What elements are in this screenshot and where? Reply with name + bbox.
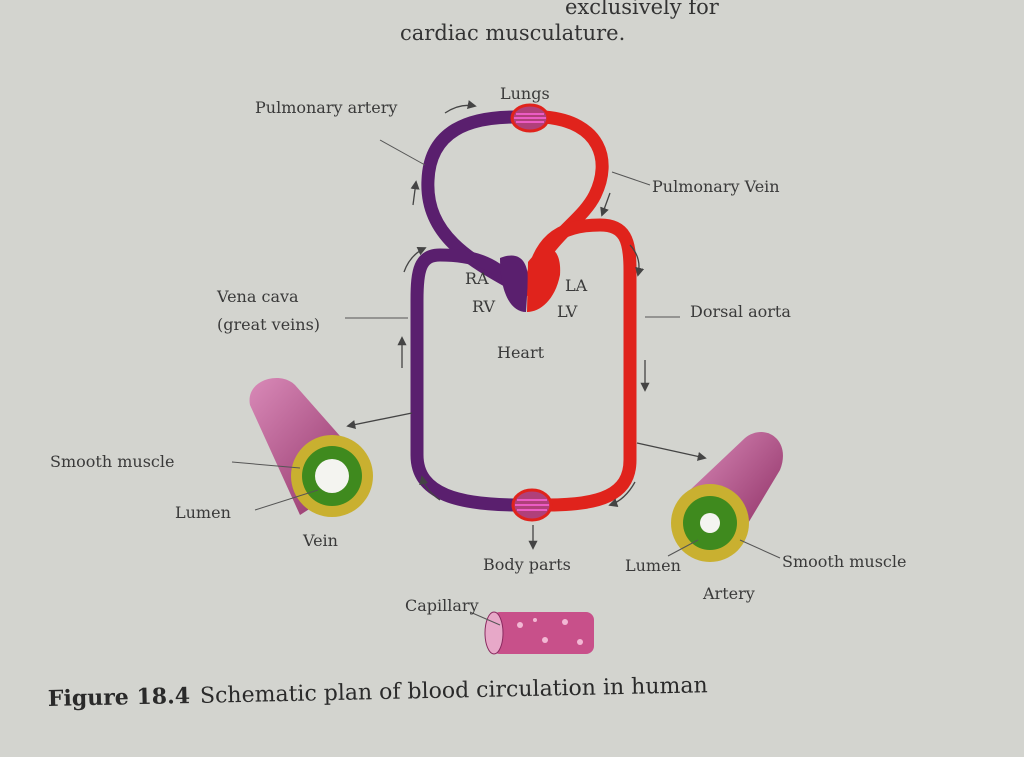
label-dorsal-aorta: Dorsal aorta xyxy=(690,302,791,321)
label-great-veins: (great veins) xyxy=(217,315,320,334)
capillary-illustration xyxy=(484,611,594,655)
artery-cross-section xyxy=(671,432,783,562)
label-artery: Artery xyxy=(702,584,755,603)
label-vein: Vein xyxy=(302,531,338,550)
label-lumen-artery: Lumen xyxy=(625,556,681,575)
vena-cava-vessel xyxy=(410,248,521,512)
vein-cross-section xyxy=(249,377,373,517)
label-body-parts: Body parts xyxy=(483,555,571,574)
heart-right-side xyxy=(500,255,528,312)
label-rv: RV xyxy=(472,297,495,316)
lung-capillary xyxy=(510,103,550,133)
label-heart: Heart xyxy=(497,343,545,362)
figure-caption-text: Schematic plan of blood circulation in h… xyxy=(200,673,708,709)
label-capillary: Capillary xyxy=(405,596,479,615)
figure-caption: Figure 18.4 Schematic plan of blood circu… xyxy=(48,672,708,712)
heart-left-side xyxy=(527,248,561,312)
label-la: LA xyxy=(565,276,588,295)
flow-arrows xyxy=(346,100,707,550)
body-capillary xyxy=(511,488,553,522)
body-text-line1-fragment: exclusively for xyxy=(565,0,720,19)
dorsal-aorta-vessel xyxy=(523,218,637,512)
label-smooth-muscle-vein: Smooth muscle xyxy=(50,452,174,471)
label-vena-cava: Vena cava xyxy=(216,287,299,306)
label-lungs: Lungs xyxy=(500,84,550,103)
label-ra: RA xyxy=(465,269,489,288)
label-smooth-muscle-artery: Smooth muscle xyxy=(782,552,906,571)
label-pulmonary-vein: Pulmonary Vein xyxy=(652,177,780,196)
label-lumen-vein: Lumen xyxy=(175,503,231,522)
label-lv: LV xyxy=(557,302,578,321)
label-pulmonary-artery: Pulmonary artery xyxy=(255,98,397,117)
figure-number: Figure 18.4 xyxy=(48,683,191,712)
body-text-line2-fragment: cardiac musculature. xyxy=(400,21,625,45)
leader-lines xyxy=(231,139,781,626)
